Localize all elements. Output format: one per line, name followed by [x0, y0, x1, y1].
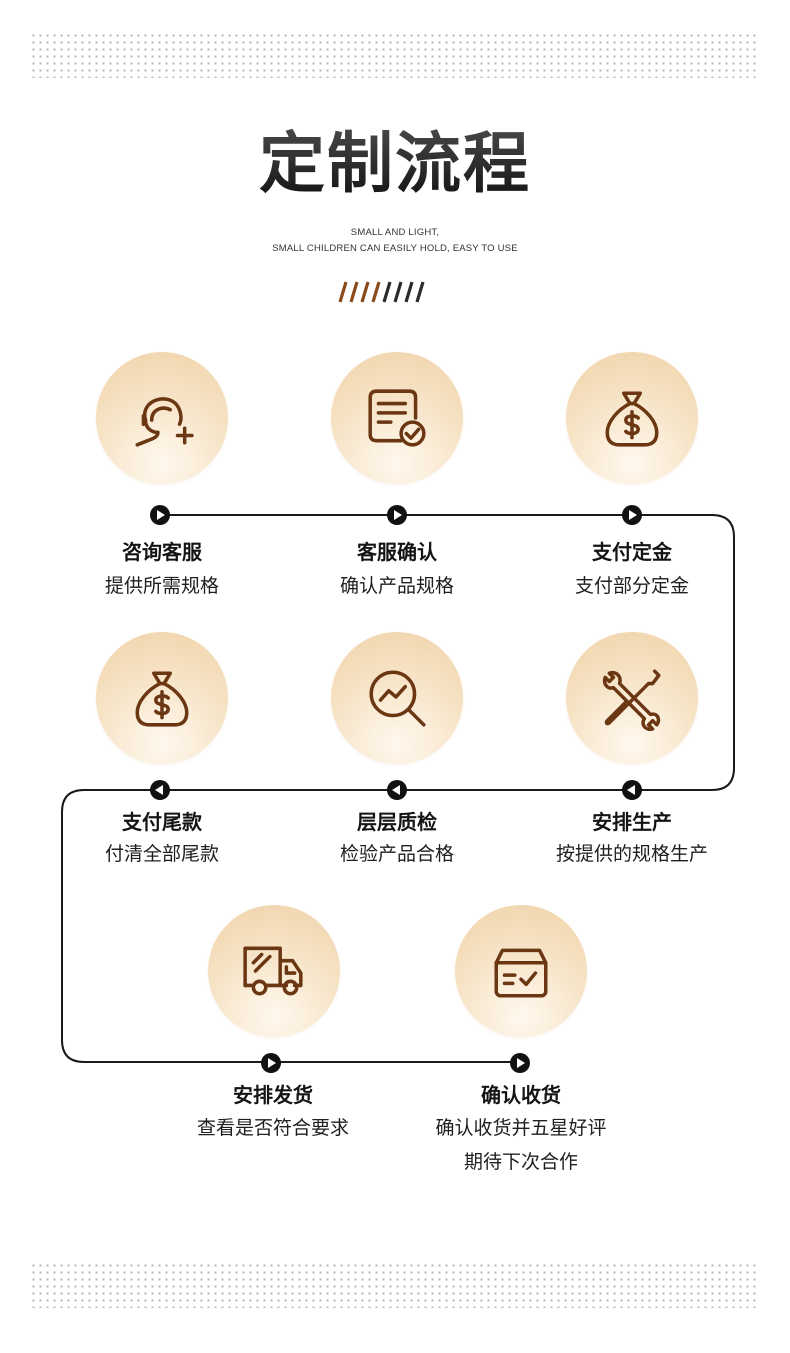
step-2-circle — [331, 352, 463, 484]
dot-pattern-top — [30, 32, 760, 78]
step-3-circle — [566, 352, 698, 484]
step-title: 层层质检 — [357, 810, 437, 834]
step-desc: 确认收货并五星好评 — [435, 1117, 607, 1139]
step-1-circle — [96, 352, 228, 484]
step-desc: 检验产品合格 — [339, 843, 454, 865]
step-title: 安排发货 — [233, 1083, 313, 1107]
step-title: 支付尾款 — [122, 810, 202, 834]
step-6-circle — [566, 632, 698, 764]
tools-icon — [602, 669, 661, 731]
flow-arrow-node — [387, 505, 407, 525]
decorative-slashes — [338, 281, 425, 303]
flow-arrow-node — [622, 780, 642, 800]
step-4-circle — [96, 632, 228, 764]
step-title: 支付定金 — [592, 540, 672, 564]
step-desc: 确认产品规格 — [339, 575, 454, 597]
flow-arrow-node — [261, 1053, 281, 1073]
flow-arrow-node — [622, 505, 642, 525]
flow-arrow-node — [150, 780, 170, 800]
step-title: 客服确认 — [357, 540, 437, 564]
step-desc-line-2: 期待下次合作 — [463, 1151, 578, 1173]
step-title: 确认收货 — [481, 1083, 561, 1107]
step-desc: 按提供的规格生产 — [555, 843, 708, 865]
inspection-magnifier-icon — [369, 670, 426, 727]
step-8-circle — [455, 905, 587, 1037]
step-7-circle — [208, 905, 340, 1037]
subtitle-line-1: SMALL AND LIGHT, — [350, 227, 440, 238]
money-bag-icon — [605, 391, 659, 447]
money-bag-icon — [135, 671, 189, 727]
step-desc: 付清全部尾款 — [104, 843, 219, 865]
customer-service-icon — [135, 397, 194, 447]
delivery-truck-icon — [243, 946, 303, 996]
confirm-document-icon — [368, 389, 426, 447]
flow-arrow-node — [510, 1053, 530, 1073]
step-5-circle — [331, 632, 463, 764]
step-title: 安排生产 — [592, 810, 672, 834]
flow-arrow-node — [387, 780, 407, 800]
dot-pattern-bottom — [30, 1262, 760, 1308]
step-desc: 提供所需规格 — [104, 575, 219, 597]
step-desc: 查看是否符合要求 — [196, 1117, 349, 1139]
subtitle-line-2: SMALL CHILDREN CAN EASILY HOLD, EASY TO … — [272, 243, 518, 254]
step-desc: 支付部分定金 — [574, 575, 689, 597]
page-title: 定制流程 — [0, 124, 790, 204]
step-title: 咨询客服 — [122, 540, 202, 564]
receipt-box-icon — [494, 948, 548, 998]
flow-arrow-node — [150, 505, 170, 525]
